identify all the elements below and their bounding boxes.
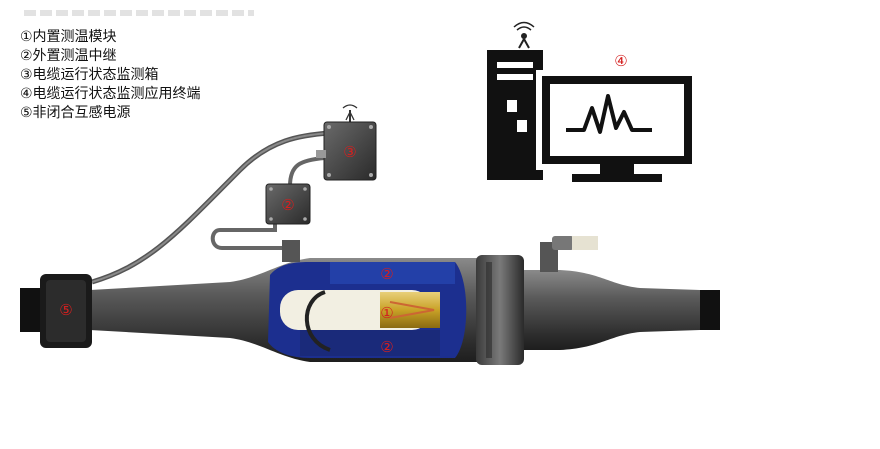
legend-item-4: ④电缆运行状态监测应用终端 [20, 86, 201, 102]
marker-inner-relay-bottom: ② [380, 338, 393, 356]
monitor-box [316, 104, 377, 181]
marker-sensor: ① [380, 304, 393, 322]
marker-inner-relay-top: ② [380, 265, 393, 283]
relay-to-joint-cable [210, 215, 290, 250]
legend-item-2: ②外置测温中继 [20, 48, 117, 64]
relay-box [265, 183, 311, 225]
marker-terminal: ④ [614, 52, 627, 70]
waveform-icon [566, 94, 652, 134]
relay-to-box-cable [288, 156, 326, 187]
antenna-icon [513, 21, 535, 49]
computer-terminal-icon [487, 21, 698, 182]
faded-header-text [24, 10, 254, 16]
marker-power: ⑤ [59, 301, 72, 319]
joint-cutaway [268, 262, 467, 358]
legend-item-3: ③电缆运行状态监测箱 [20, 67, 159, 83]
legend-item-5: ⑤非闭合互感电源 [20, 105, 131, 121]
marker-monitor-box: ③ [343, 143, 356, 161]
marker-relay: ② [281, 196, 294, 214]
antenna-icon [342, 104, 358, 122]
legend-item-1: ①内置测温模块 [20, 29, 117, 45]
legend: ①内置测温模块 ②外置测温中继 ③电缆运行状态监测箱 ④电缆运行状态监测应用终端… [20, 28, 201, 123]
